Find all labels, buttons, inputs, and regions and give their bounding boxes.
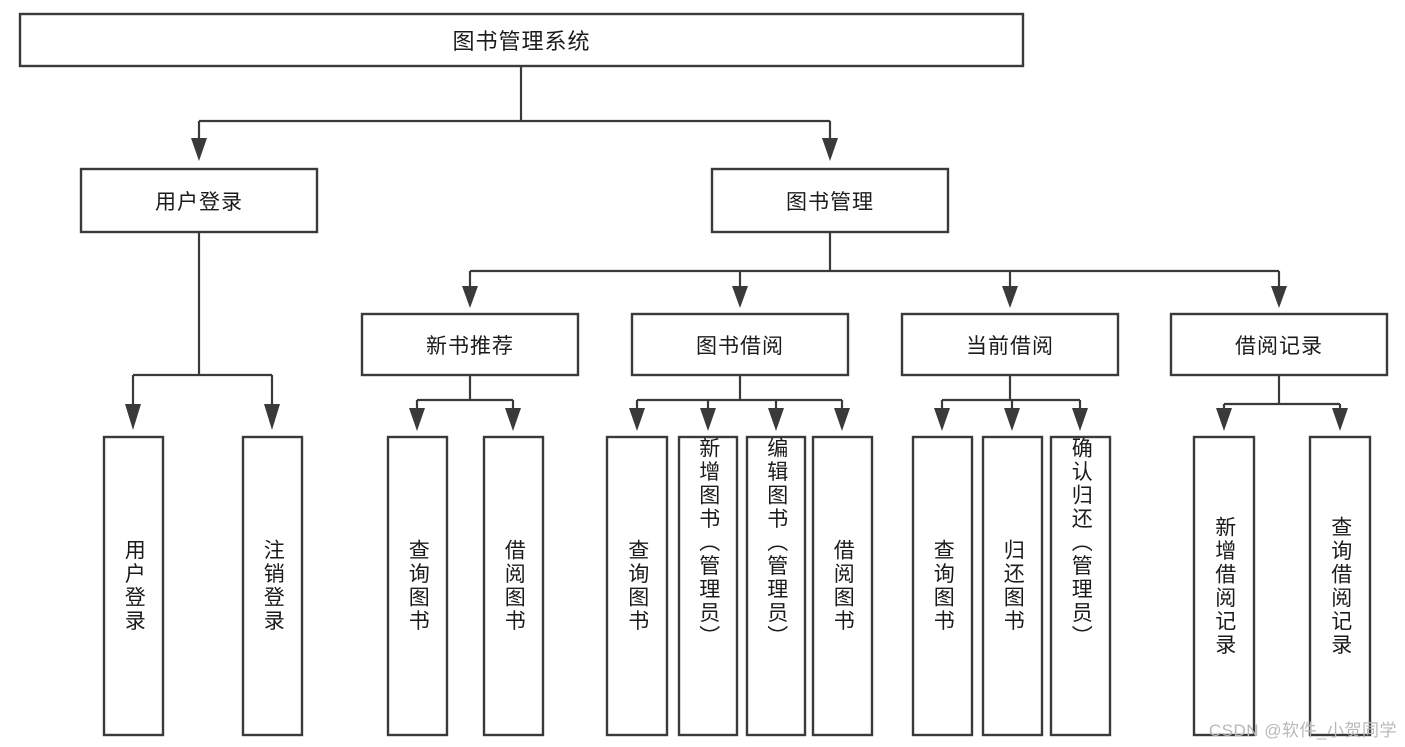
node-box-leaf-logout-login[interactable] bbox=[241, 435, 304, 737]
arrowhead-borrow-record bbox=[1271, 286, 1287, 308]
connector-group-book-management-to-level3 bbox=[462, 232, 1287, 308]
node-box-user-login[interactable] bbox=[79, 167, 319, 234]
node-box-leaf-query-record[interactable] bbox=[1308, 435, 1372, 737]
connector-group-current-borrow-to-leaves bbox=[934, 375, 1088, 431]
node-box-new-book-recommend[interactable] bbox=[360, 312, 580, 377]
arrowhead-leaf-borrow-book-2 bbox=[834, 408, 850, 431]
arrowhead-leaf-query-record bbox=[1332, 408, 1348, 431]
arrowhead-leaf-user-login bbox=[125, 404, 141, 430]
arrowhead-leaf-query-book-2 bbox=[629, 408, 645, 431]
node-box-book-borrow[interactable] bbox=[630, 312, 850, 377]
arrowhead-book-management bbox=[822, 138, 838, 161]
node-box-root[interactable] bbox=[18, 12, 1025, 68]
arrowhead-leaf-confirm-return bbox=[1072, 408, 1088, 431]
arrowhead-leaf-logout-login bbox=[264, 404, 280, 430]
connector-group-borrow-record-to-leaves bbox=[1216, 375, 1348, 431]
arrowhead-leaf-query-book-3 bbox=[934, 408, 950, 431]
arrowhead-leaf-return-book bbox=[1004, 408, 1020, 431]
node-box-leaf-borrow-book-2[interactable] bbox=[811, 435, 874, 737]
node-box-borrow-record[interactable] bbox=[1169, 312, 1389, 377]
connector-group-root-to-level2 bbox=[191, 66, 838, 161]
arrowhead-leaf-edit-book bbox=[768, 408, 784, 431]
arrowhead-user-login bbox=[191, 138, 207, 161]
arrowhead-new-book-recommend bbox=[462, 286, 478, 308]
node-box-leaf-add-record[interactable] bbox=[1192, 435, 1256, 737]
arrowhead-current-borrow bbox=[1002, 286, 1018, 308]
connector-group-new-book-recommend-to-leaves bbox=[409, 375, 521, 431]
node-box-book-management[interactable] bbox=[710, 167, 950, 234]
node-box-current-borrow[interactable] bbox=[900, 312, 1120, 377]
arrowhead-leaf-borrow-book-1 bbox=[505, 408, 521, 431]
arrowhead-book-borrow bbox=[732, 286, 748, 308]
node-box-leaf-confirm-return[interactable] bbox=[1049, 435, 1112, 737]
connector-group-book-borrow-to-leaves bbox=[629, 375, 850, 431]
node-box-leaf-add-book[interactable] bbox=[677, 435, 739, 737]
node-box-leaf-return-book[interactable] bbox=[981, 435, 1044, 737]
node-box-leaf-edit-book[interactable] bbox=[745, 435, 807, 737]
arrowhead-leaf-add-book bbox=[700, 408, 716, 431]
arrowhead-leaf-add-record bbox=[1216, 408, 1232, 431]
node-box-leaf-user-login[interactable] bbox=[102, 435, 165, 737]
node-box-leaf-borrow-book-1[interactable] bbox=[482, 435, 545, 737]
connector-group-user-login-to-leaves bbox=[125, 232, 280, 430]
node-box-leaf-query-book-1[interactable] bbox=[386, 435, 449, 737]
node-box-leaf-query-book-2[interactable] bbox=[605, 435, 669, 737]
node-box-leaf-query-book-3[interactable] bbox=[911, 435, 974, 737]
arrowhead-leaf-query-book-1 bbox=[409, 408, 425, 431]
